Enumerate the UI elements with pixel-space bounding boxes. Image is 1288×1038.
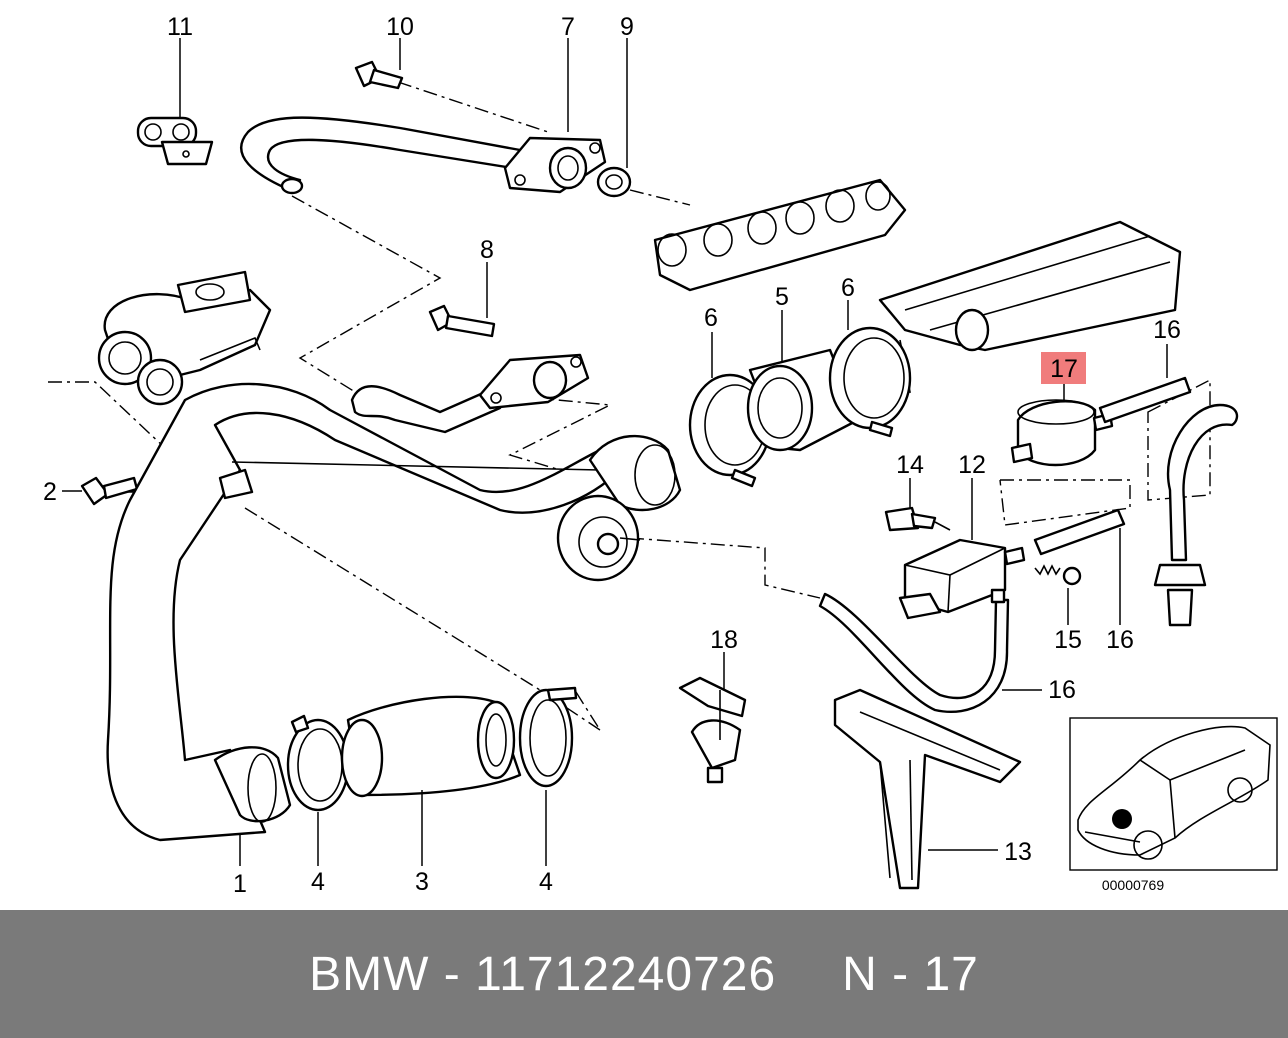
car-location-inset: 00000769 xyxy=(1069,717,1278,893)
exhaust-manifold xyxy=(878,220,1182,396)
leader-lines xyxy=(62,38,1168,866)
part-10-bolt xyxy=(354,60,404,90)
label-18: 18 xyxy=(710,626,738,654)
part-6-clamp-right xyxy=(828,326,912,438)
middle-egr-pipe xyxy=(350,353,590,434)
label-3: 3 xyxy=(415,868,429,896)
part-16-hose-middle xyxy=(1033,508,1126,556)
part-7-egr-pipe xyxy=(240,116,607,195)
label-15: 15 xyxy=(1054,626,1082,654)
label-6-left: 6 xyxy=(704,304,718,332)
part-13-bracket xyxy=(833,688,1022,890)
label-7: 7 xyxy=(561,13,575,41)
part-4-clamp-right xyxy=(518,686,601,788)
label-13: 13 xyxy=(1004,838,1032,866)
part-15-screw xyxy=(1034,564,1082,586)
footer-position: N - 17 xyxy=(842,947,979,1001)
part-8-bolt xyxy=(428,304,496,338)
part-1-intake-pipe xyxy=(106,382,622,842)
label-1: 1 xyxy=(233,870,247,898)
turbocharger xyxy=(97,270,272,406)
highlight-17 xyxy=(1041,352,1086,384)
footer-bar: BMW - 11712240726 N - 17 xyxy=(0,910,1288,1038)
manifold-gasket xyxy=(653,178,907,292)
label-16-lower: 16 xyxy=(1048,676,1076,704)
label-2: 2 xyxy=(43,478,57,506)
label-9: 9 xyxy=(620,13,634,41)
footer-brand-part: BMW - 11712240726 xyxy=(309,947,777,1001)
label-6-right: 6 xyxy=(841,274,855,302)
vacuum-line-right xyxy=(1153,403,1239,627)
car-outline-icon xyxy=(1077,725,1271,860)
label-11: 11 xyxy=(167,13,193,41)
label-5: 5 xyxy=(775,283,789,311)
part-9-gasket-ring xyxy=(596,166,632,198)
part-11-hose-clip xyxy=(136,116,214,166)
part-14-plug xyxy=(884,506,951,532)
part-4-clamp-left xyxy=(286,714,350,812)
label-10: 10 xyxy=(386,13,414,41)
exploded-parts-diagram: 11 10 7 9 8 2 6 5 6 16 17 14 12 15 16 16… xyxy=(43,13,1278,898)
part-labels: 11 10 7 9 8 2 6 5 6 16 17 14 12 15 16 16… xyxy=(43,13,1181,898)
label-16-middle: 16 xyxy=(1106,626,1134,654)
label-12: 12 xyxy=(958,451,986,479)
label-17: 17 xyxy=(1050,355,1078,383)
part-17-filter xyxy=(1010,399,1114,467)
part-16-hose-upper xyxy=(1098,376,1192,424)
part-18-clips xyxy=(678,676,747,784)
inset-code: 00000769 xyxy=(1102,877,1165,893)
part-12-solenoid-valve xyxy=(898,538,1026,620)
label-14: 14 xyxy=(896,451,924,479)
label-4-right: 4 xyxy=(539,868,553,896)
label-16-upper: 16 xyxy=(1153,316,1181,344)
location-marker-icon xyxy=(1112,809,1132,829)
label-8: 8 xyxy=(480,236,494,264)
part-16-hose-lower xyxy=(818,592,1010,714)
egr-valve xyxy=(556,434,682,582)
part-3-hose xyxy=(340,695,522,798)
label-4-left: 4 xyxy=(311,868,325,896)
